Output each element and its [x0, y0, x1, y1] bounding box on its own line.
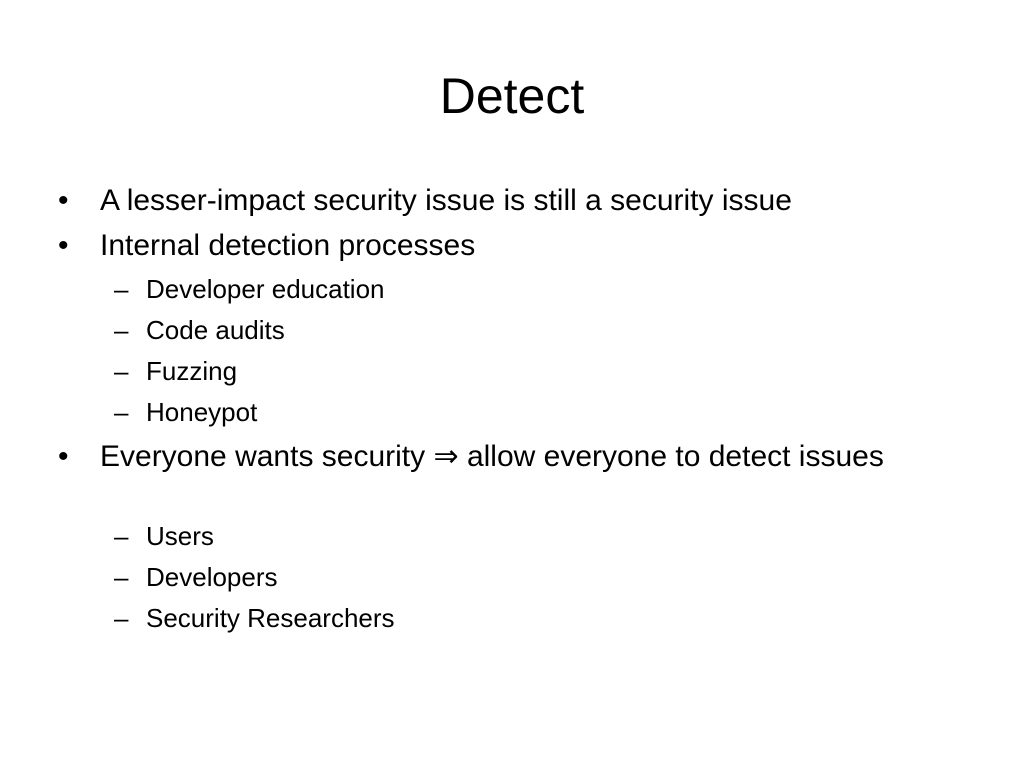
- dash-icon: –: [114, 603, 129, 633]
- dash-icon: –: [114, 521, 129, 551]
- sub-bullet-text: Developers: [146, 562, 278, 592]
- sub-bullet-text: Developer education: [146, 274, 385, 304]
- bullet-text: Everyone wants security ⇒ allow everyone…: [100, 440, 884, 473]
- sub-bullet-text: Users: [146, 521, 214, 551]
- bullet-text: A lesser-impact security issue is still …: [100, 184, 792, 217]
- bullet-icon: •: [58, 229, 69, 262]
- sub-bullet-item: – Developers: [114, 561, 926, 593]
- bullet-text: Internal detection processes: [100, 229, 476, 262]
- dash-icon: –: [114, 315, 129, 345]
- bullet-icon: •: [58, 440, 69, 473]
- sub-bullet-item: – Honeypot: [114, 396, 926, 428]
- sub-bullet-text: Security Researchers: [146, 603, 395, 633]
- bullet-item: • Everyone wants security ⇒ allow everyo…: [58, 438, 930, 475]
- dash-icon: –: [114, 274, 129, 304]
- dash-icon: –: [114, 562, 129, 592]
- bullet-icon: •: [58, 184, 69, 217]
- sub-bullet-item: – Fuzzing: [114, 355, 926, 387]
- sub-bullet-item: – Code audits: [114, 314, 926, 346]
- sub-bullet-text: Honeypot: [146, 397, 258, 427]
- slide-title: Detect: [439, 68, 585, 124]
- sub-bullet-item: – Users: [114, 520, 926, 552]
- sub-bullet-text: Code audits: [146, 315, 285, 345]
- bullet-item: • A lesser-impact security issue is stil…: [58, 182, 940, 219]
- dash-icon: –: [114, 397, 129, 427]
- sub-bullet-text: Fuzzing: [146, 356, 238, 386]
- bullet-item: • Internal detection processes: [58, 227, 940, 264]
- sub-bullet-item: – Security Researchers: [114, 602, 926, 634]
- sub-bullet-item: – Developer education: [114, 273, 926, 305]
- dash-icon: –: [114, 356, 129, 386]
